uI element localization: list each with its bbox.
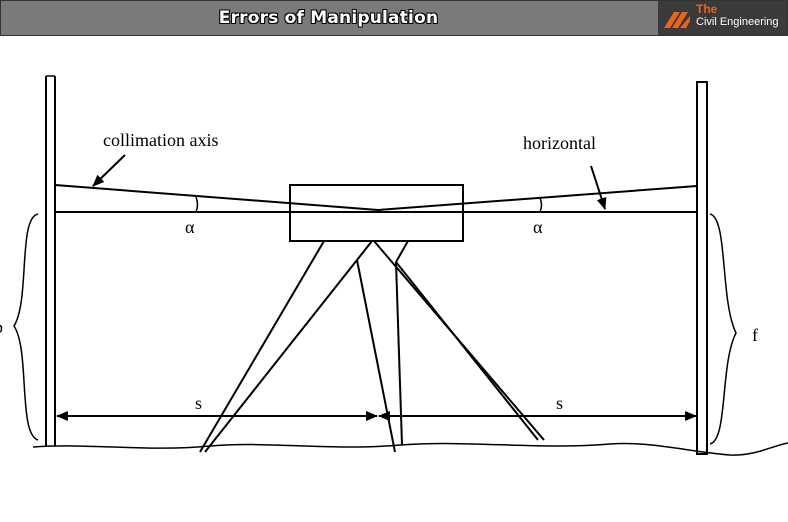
- angle-arc-left: [195, 196, 199, 213]
- title-bar: Errors of Manipulation The Civil Enginee…: [0, 0, 788, 36]
- collimation-pointer-arrow: [92, 154, 126, 187]
- horizontal-pointer-arrow: [590, 165, 607, 210]
- right-leveling-staff: [696, 81, 708, 455]
- left-leveling-staff: [45, 75, 56, 446]
- collimation-axis-label: collimation axis: [103, 130, 218, 150]
- level-instrument: [289, 184, 464, 242]
- alpha-left-label: α: [185, 217, 195, 237]
- b-label: b: [0, 317, 3, 337]
- page-title: Errors of Manipulation: [218, 8, 439, 28]
- left-brace: [13, 213, 39, 441]
- tripod-right: [373, 240, 545, 446]
- collimation-axis-left: [54, 184, 379, 211]
- s-left-label: s: [195, 393, 202, 413]
- ground-line: [32, 442, 788, 456]
- logo-text-the: The: [696, 2, 718, 16]
- angle-arc-right: [539, 197, 543, 213]
- horizontal-label: horizontal: [523, 133, 596, 153]
- brand-logo: The Civil Engineering: [658, 1, 787, 35]
- tripod-left: [199, 240, 396, 453]
- collimation-axis-right: [377, 185, 698, 211]
- f-label: f: [752, 325, 758, 345]
- logo-text-name: Civil Engineering: [696, 16, 779, 28]
- s-right-label: s: [556, 393, 563, 413]
- logo-stripes-icon: [664, 12, 690, 28]
- right-brace: [709, 213, 737, 445]
- alpha-right-label: α: [533, 217, 543, 237]
